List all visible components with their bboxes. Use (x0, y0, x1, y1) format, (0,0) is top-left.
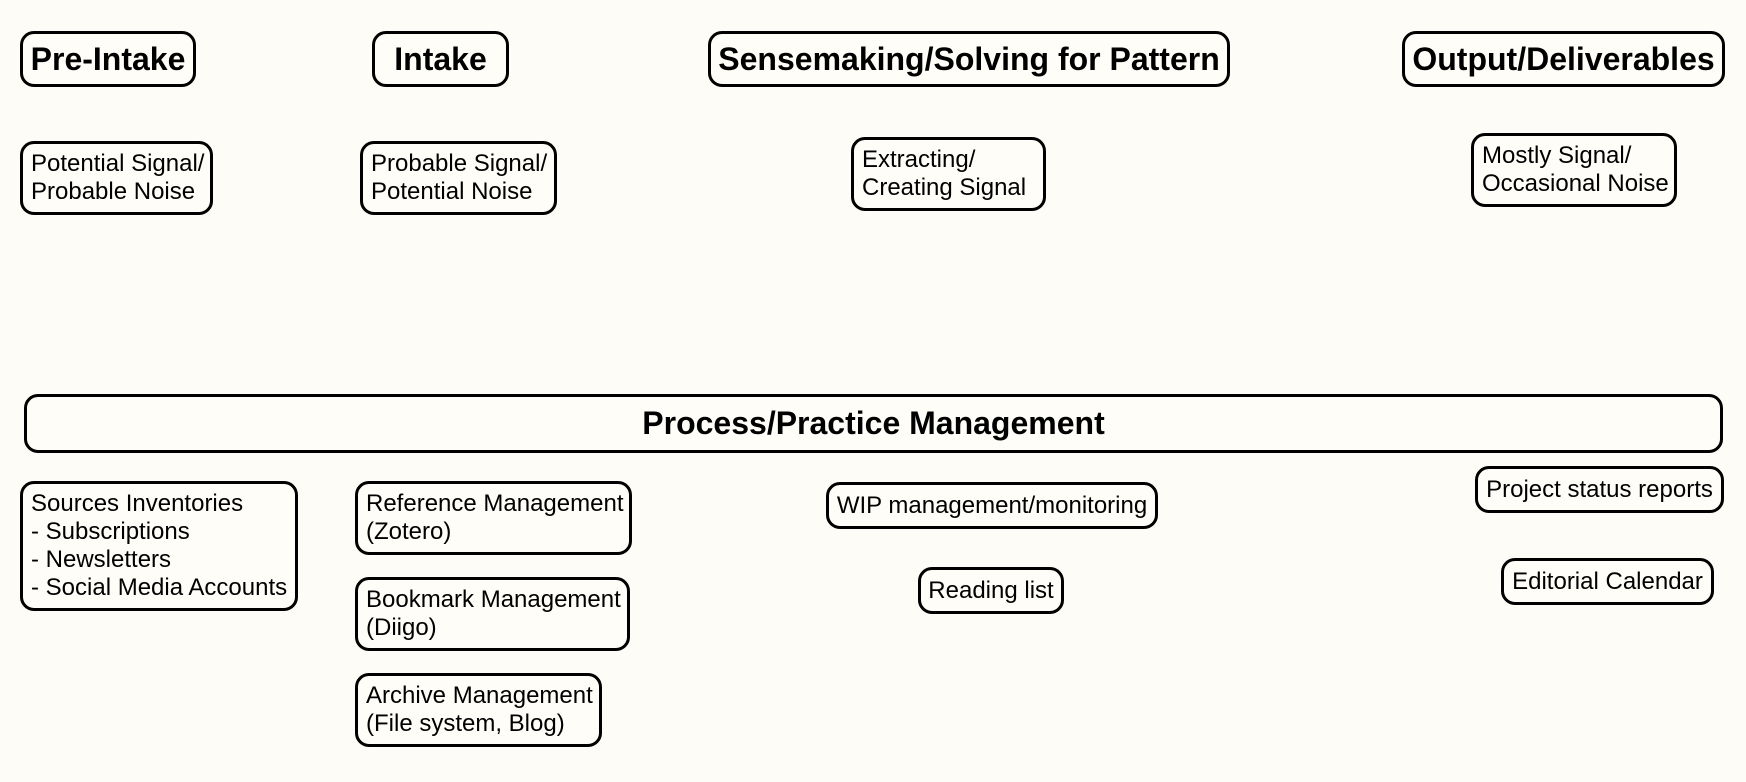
reference-line: (Zotero) (366, 518, 452, 545)
archive-line: Archive Management (366, 682, 593, 709)
phase-header-output: Output/Deliverables (1402, 31, 1725, 87)
signal-note-intake: Probable Signal/ Potential Noise (360, 141, 557, 215)
signal-note-line: Potential Signal/ (31, 150, 205, 177)
signal-note-line: Mostly Signal/ (1482, 142, 1632, 169)
sources-inventories-box: Sources Inventories - Subscriptions - Ne… (20, 481, 298, 611)
signal-note-pre-intake: Potential Signal/ Probable Noise (20, 141, 213, 215)
archive-management-box: Archive Management (File system, Blog) (355, 673, 602, 747)
signal-note-line: Creating Signal (862, 174, 1027, 201)
signal-note-line: Probable Signal/ (371, 150, 548, 177)
sources-line: - Social Media Accounts (31, 574, 288, 601)
signal-note-sensemaking: Extracting/ Creating Signal (851, 137, 1046, 211)
sources-line: - Subscriptions (31, 518, 190, 545)
editorial-calendar-box: Editorial Calendar (1501, 558, 1714, 605)
signal-note-output: Mostly Signal/ Occasional Noise (1471, 133, 1677, 207)
signal-note-line: Potential Noise (371, 178, 533, 205)
signal-note-line: Extracting/ (862, 146, 976, 173)
bookmark-line: (Diigo) (366, 614, 437, 641)
sources-line: - Newsletters (31, 546, 172, 573)
phase-header-sensemaking: Sensemaking/Solving for Pattern (708, 31, 1230, 87)
bookmark-management-box: Bookmark Management (Diigo) (355, 577, 630, 651)
reference-line: Reference Management (366, 490, 624, 517)
phase-header-pre-intake: Pre-Intake (20, 31, 196, 87)
bookmark-line: Bookmark Management (366, 586, 621, 613)
signal-note-line: Occasional Noise (1482, 170, 1669, 197)
wip-management-box: WIP management/monitoring (826, 482, 1158, 529)
process-management-banner: Process/Practice Management (24, 394, 1723, 453)
archive-line: (File system, Blog) (366, 710, 565, 737)
signal-note-line: Probable Noise (31, 178, 196, 205)
project-status-reports-box: Project status reports (1475, 466, 1724, 513)
reference-management-box: Reference Management (Zotero) (355, 481, 632, 555)
sources-line: Sources Inventories (31, 490, 244, 517)
phase-header-intake: Intake (372, 31, 509, 87)
reading-list-box: Reading list (918, 567, 1064, 614)
